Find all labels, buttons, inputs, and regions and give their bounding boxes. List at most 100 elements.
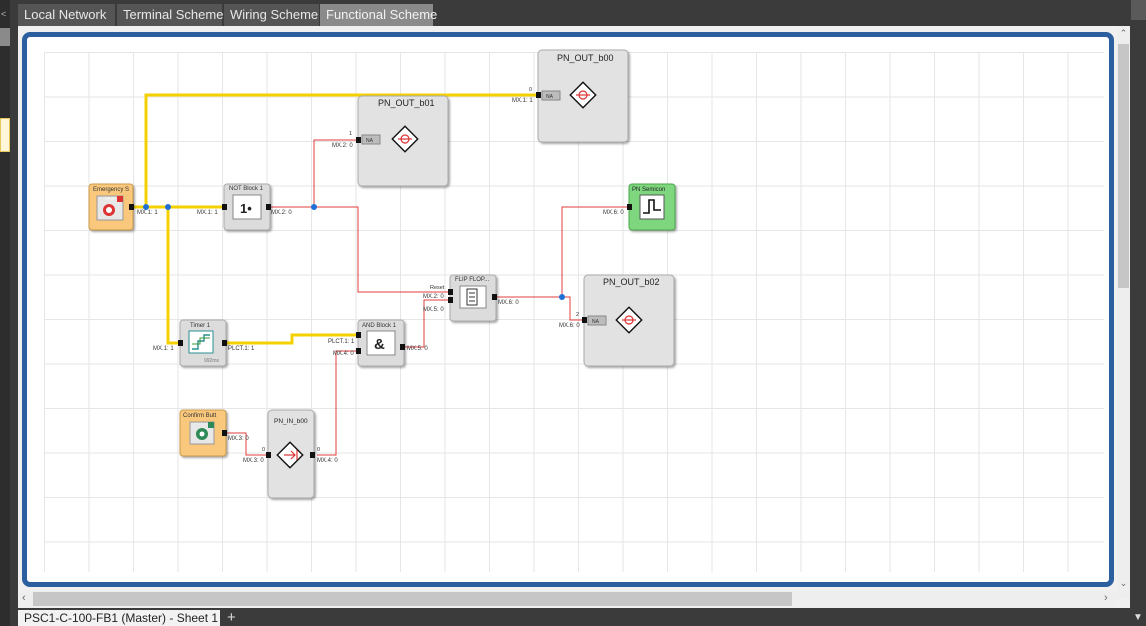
not-symbol-box bbox=[232, 194, 262, 220]
pn-out-b01-na-box bbox=[361, 134, 381, 145]
tab-local-network[interactable]: Local Network bbox=[18, 4, 116, 26]
and-input1-pin[interactable] bbox=[356, 332, 361, 338]
wire-to-semicon bbox=[561, 206, 630, 297]
tab-wiring-scheme[interactable]: Wiring Scheme bbox=[224, 4, 320, 26]
wire-mx2-to-pnout-b01 bbox=[313, 139, 358, 207]
pn-out-b01-na: NA bbox=[366, 138, 374, 144]
scheme-tab-bar: Local Network Terminal Scheme Wiring Sch… bbox=[18, 0, 1146, 26]
and-symbol: & bbox=[374, 336, 385, 353]
pn-out-b00-input-pin[interactable] bbox=[536, 92, 541, 98]
left-pane-item[interactable] bbox=[0, 28, 10, 46]
tab-functional-scheme[interactable]: Functional Scheme bbox=[320, 4, 437, 26]
scroll-down-icon[interactable]: ⌄ bbox=[1119, 578, 1128, 588]
network-output-icon bbox=[391, 125, 419, 153]
estop-output-pin[interactable] bbox=[129, 204, 134, 210]
pn-in-input-pin[interactable] bbox=[266, 452, 271, 458]
flipflop-reset-pin[interactable] bbox=[448, 289, 453, 295]
horizontal-scroll-thumb[interactable] bbox=[33, 592, 792, 606]
wire-to-pnout-b02 bbox=[562, 296, 584, 321]
confirm-output-pin[interactable] bbox=[222, 430, 227, 436]
stop-icon bbox=[96, 195, 124, 221]
flipflop-reset-label: Reset bbox=[430, 285, 445, 291]
pn-in-in-label: MX.3: 0 bbox=[243, 458, 264, 464]
junction-dot bbox=[311, 204, 317, 210]
pn-semicon-input-pin[interactable] bbox=[627, 204, 632, 210]
push-button-icon bbox=[189, 421, 215, 445]
confirm-button-title: Confirm Butt bbox=[183, 413, 217, 419]
and-block-title: AND Block 1 bbox=[362, 323, 397, 329]
junction-dot bbox=[165, 204, 171, 210]
junctions bbox=[143, 204, 565, 300]
left-pane-note bbox=[0, 118, 10, 152]
pulse-icon bbox=[639, 194, 665, 220]
pn-out-b02-index: 2 bbox=[576, 312, 579, 318]
wire-to-timer bbox=[166, 207, 180, 345]
flipflop-output-pin[interactable] bbox=[492, 294, 497, 300]
right-pane-edge bbox=[1130, 0, 1146, 626]
timer-input-pin[interactable] bbox=[178, 340, 183, 346]
pn-out-b00-in-label: MX.1: 1 bbox=[512, 98, 533, 104]
and-in2-label: MX.4: 0 bbox=[333, 351, 354, 357]
add-sheet-button[interactable]: + bbox=[227, 609, 236, 626]
emergency-stop-title: Emergency S bbox=[93, 187, 129, 193]
scroll-left-icon[interactable]: ‹ bbox=[22, 592, 26, 604]
pn-out-b00-title: PN_OUT_b00 bbox=[557, 53, 614, 63]
wire-estop-to-pnout-b00 bbox=[144, 93, 540, 207]
scroll-right-icon[interactable]: › bbox=[1104, 592, 1108, 604]
pn-out-b02-input-pin[interactable] bbox=[582, 317, 587, 323]
pn-out-b01-input-pin[interactable] bbox=[356, 137, 361, 143]
right-pane-header bbox=[1131, 0, 1146, 20]
flipflop-in1-label: MX.2: 0 bbox=[423, 294, 444, 300]
network-output-icon bbox=[569, 81, 597, 109]
pn-out-b02-title: PN_OUT_b02 bbox=[603, 277, 660, 287]
dropdown-arrow-icon[interactable]: ▼ bbox=[1133, 612, 1143, 623]
not-symbol: 1• bbox=[240, 201, 252, 216]
pn-out-b02-na-box bbox=[587, 315, 607, 326]
flipflop-title: FLIP FLOP... bbox=[455, 277, 489, 283]
pn-out-b01-index: 1 bbox=[349, 131, 352, 137]
pn-out-b00-na-box bbox=[541, 90, 561, 101]
junction-dot bbox=[143, 204, 149, 210]
pn-out-b01-title: PN_OUT_b01 bbox=[378, 98, 435, 108]
not-output-pin[interactable] bbox=[266, 204, 271, 210]
pn-out-b02-na: NA bbox=[592, 319, 600, 325]
scroll-up-icon[interactable]: ⌃ bbox=[1119, 28, 1128, 38]
flipflop-in2-label: MX.5: 0 bbox=[423, 307, 444, 313]
not-out-label: MX.2: 0 bbox=[271, 210, 292, 216]
estop-pin-label: MX.1: 1 bbox=[137, 210, 158, 216]
timer-icon bbox=[188, 330, 214, 354]
flipflop-out-label: MX.6: 0 bbox=[498, 300, 519, 306]
confirm-pin-label: MX.3: 0 bbox=[228, 436, 249, 442]
and-out-label: MX.5: 0 bbox=[407, 346, 428, 352]
pn-in-b00-title: PN_IN_b00 bbox=[274, 418, 308, 425]
wire-and-to-flipflop bbox=[404, 299, 452, 348]
sheet-tab-bar bbox=[18, 608, 1130, 626]
pn-in-output-pin[interactable] bbox=[310, 452, 315, 458]
pn-in-in-index: 0 bbox=[262, 447, 265, 453]
not-in-label: MX.1: 1 bbox=[197, 210, 218, 216]
flipflop-icon bbox=[459, 285, 487, 309]
network-input-icon bbox=[276, 441, 304, 469]
and-in1-label: PLCT.1: 1 bbox=[328, 339, 355, 345]
wire-confirm-to-pnin bbox=[225, 432, 270, 456]
timer-output-pin[interactable] bbox=[222, 340, 227, 346]
sheet-tab[interactable]: PSC1-C-100-FB1 (Master) - Sheet 1 bbox=[18, 610, 220, 626]
pn-semicon-in-label: MX.6: 0 bbox=[603, 210, 624, 216]
and-input2-pin[interactable] bbox=[356, 348, 361, 354]
not-block-title: NOT Block 1 bbox=[229, 186, 264, 192]
pn-out-b02-in-label: MX.6: 0 bbox=[559, 323, 580, 329]
tab-terminal-scheme[interactable]: Terminal Scheme bbox=[117, 4, 223, 26]
collapse-left-icon[interactable]: < bbox=[1, 9, 7, 19]
timer-in-label: MX.1: 1 bbox=[153, 346, 174, 352]
and-output-pin[interactable] bbox=[400, 344, 405, 350]
not-input-pin[interactable] bbox=[222, 204, 227, 210]
vertical-scroll-thumb[interactable] bbox=[1118, 44, 1129, 288]
flipflop-input-pin[interactable] bbox=[448, 297, 453, 303]
timer-out-label: PLCT.1: 1 bbox=[228, 346, 255, 352]
wire-not-to-flipflop bbox=[270, 206, 452, 293]
and-symbol-box bbox=[366, 330, 396, 356]
stop-label: STOP bbox=[105, 196, 116, 201]
timer-title: Timer 1 bbox=[190, 323, 211, 329]
pn-semicon-title: PN Semicon bbox=[632, 187, 665, 193]
